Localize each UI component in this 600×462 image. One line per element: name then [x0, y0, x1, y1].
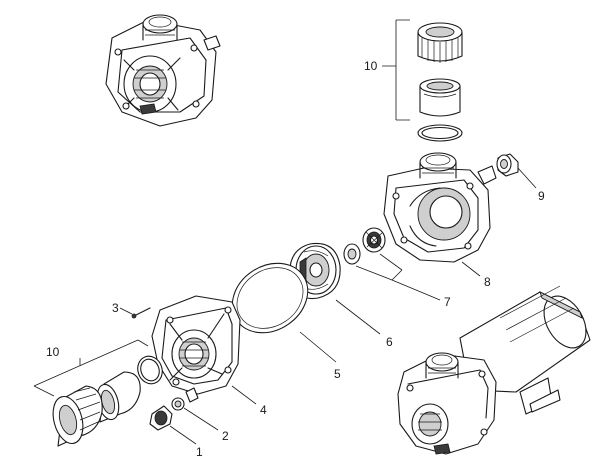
o-ring-top	[417, 124, 463, 142]
bracket-10-bottom	[33, 339, 149, 397]
gasket-5	[231, 262, 337, 363]
front-housing-4	[151, 295, 257, 405]
callout-3: 3	[112, 301, 119, 315]
o-ring-bottom	[137, 355, 163, 385]
union-nut-bottom	[52, 385, 103, 447]
callout-10-bottom: 10	[46, 345, 60, 359]
callout-1: 1	[196, 445, 203, 459]
screw-3	[119, 307, 151, 319]
tailpiece-top	[419, 78, 461, 117]
callout-8: 8	[484, 275, 491, 289]
plug-2	[171, 397, 219, 431]
callout-5: 5	[334, 367, 341, 381]
callout-6: 6	[386, 335, 393, 349]
tailpiece-bottom	[96, 371, 141, 423]
callout-7: 7	[444, 295, 451, 309]
pump-housing-8	[383, 152, 497, 277]
complete-pump-assembly	[397, 285, 591, 455]
bracket-10-top	[382, 19, 410, 121]
union-nut-top	[417, 22, 463, 63]
drain-plug-9	[496, 153, 537, 189]
drain-cap-1	[149, 405, 197, 445]
callout-4: 4	[260, 403, 267, 417]
callout-10-top: 10	[364, 59, 378, 73]
callout-9: 9	[538, 189, 545, 203]
front-housing-assembled	[105, 14, 221, 127]
callout-2: 2	[222, 429, 229, 443]
mechanical-seal-7	[343, 227, 441, 301]
